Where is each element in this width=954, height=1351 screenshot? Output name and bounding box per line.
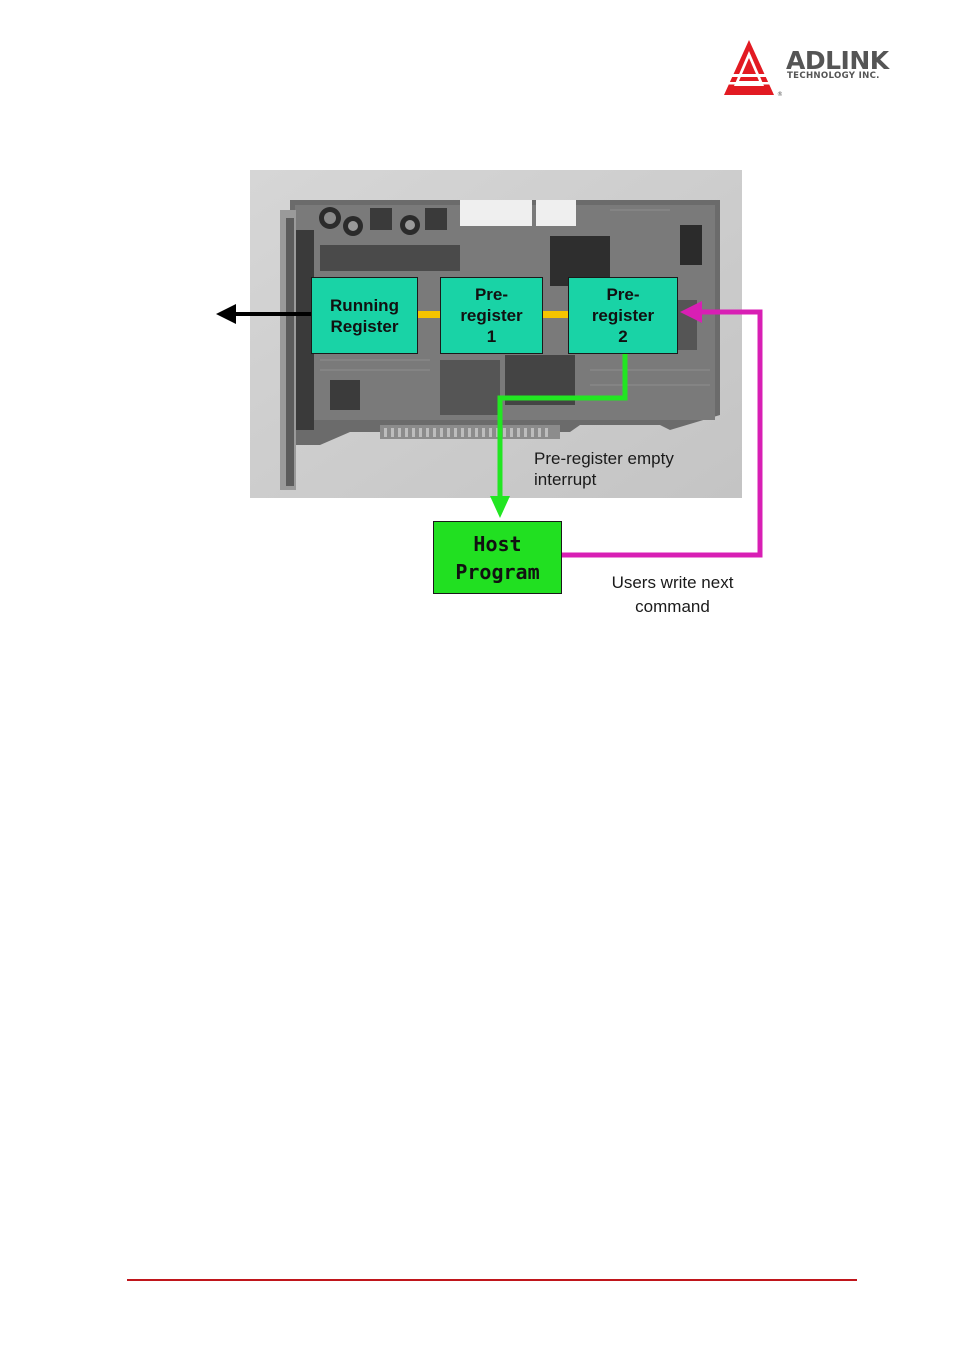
write-arrowhead-icon (680, 301, 702, 323)
pre-register-2-label: Pre- register 2 (592, 284, 654, 347)
register-flow-figure: Running Register Pre- register 1 Pre- re… (0, 0, 954, 700)
running-register-label: Running Register (330, 295, 399, 337)
interrupt-caption: Pre-register empty interrupt (534, 448, 674, 490)
output-arrowhead-icon (216, 304, 236, 324)
link-bar-1 (418, 311, 440, 318)
interrupt-arrowhead-icon (490, 496, 510, 518)
link-bar-2 (543, 311, 568, 318)
pre-register-2-box: Pre- register 2 (568, 277, 678, 354)
host-program-box: Host Program (433, 521, 562, 594)
footer-rule (127, 1279, 857, 1281)
host-program-label: Host Program (455, 530, 539, 586)
write-caption: Users write next command (590, 571, 755, 619)
pre-register-1-box: Pre- register 1 (440, 277, 543, 354)
running-register-box: Running Register (311, 277, 418, 354)
pre-register-1-label: Pre- register 1 (460, 284, 522, 347)
